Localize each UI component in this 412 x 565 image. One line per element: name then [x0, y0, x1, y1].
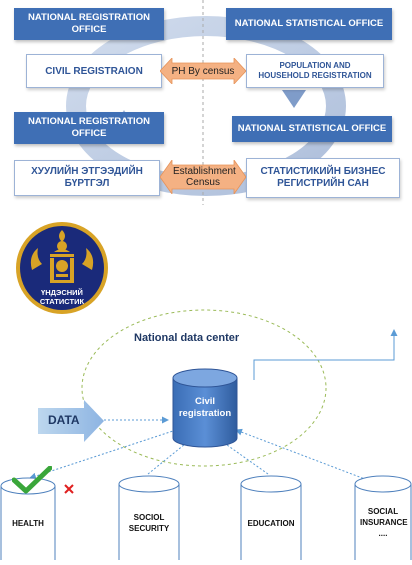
social-insurance-database: SOCIAL INSURANCE ....	[354, 474, 412, 565]
ph-census-label: PH By census	[171, 65, 235, 77]
nro-header-bottom: NATIONAL REGISTRATION OFFICE	[14, 112, 164, 144]
database-cylinder-icon	[118, 475, 180, 565]
social-security-database: SOCIOL SECURITY	[118, 474, 180, 565]
registration-cycle-diagram: NATIONAL REGISTRATION OFFICE NATIONAL ST…	[0, 0, 412, 205]
database-cylinder-icon	[354, 475, 412, 565]
national-data-center-title: National data center	[134, 332, 240, 344]
health-label: HEALTH	[12, 519, 44, 528]
civil-registration-box: CIVIL REGISTRAION	[26, 54, 162, 88]
establishment-census-arrow: Establishment Census	[160, 160, 246, 194]
education-label: EDUCATION	[247, 519, 295, 528]
nso-header-top: NATIONAL STATISTICAL OFFICE	[226, 8, 392, 40]
svg-text:ҮНДЭСНИЙ: ҮНДЭСНИЙ	[41, 288, 83, 297]
nro-header-top: NATIONAL REGISTRATION OFFICE	[14, 8, 164, 40]
ph-census-arrow: PH By census	[160, 58, 246, 84]
data-label: DATA	[48, 413, 80, 427]
checkmark-icon	[12, 466, 52, 494]
database-cylinder-icon	[172, 368, 238, 448]
arrow-right-icon	[38, 400, 104, 442]
soyombo-emblem-icon: ҮНДЭСНИЙ СТАТИСТИК	[16, 222, 108, 314]
national-statistics-logo: ҮНДЭСНИЙ СТАТИСТИК	[14, 220, 110, 316]
double-arrow-icon	[160, 58, 246, 84]
establishment-census-label: Establishment Census	[173, 166, 236, 188]
social-security-label: SOCIOL SECURITY	[128, 513, 170, 533]
social-insurance-label: SOCIAL INSURANCE ....	[360, 507, 408, 538]
nso-header-bottom: NATIONAL STATISTICAL OFFICE	[232, 116, 392, 142]
double-arrow-icon	[160, 160, 246, 194]
red-cross-icon	[64, 484, 74, 494]
svg-text:СТАТИСТИК: СТАТИСТИК	[40, 297, 85, 306]
legal-entity-box: ХУУЛИЙН ЭТГЭЭДИЙН БҮРТГЭЛ	[14, 160, 160, 196]
business-register-box: СТАТИСТИКИЙН БИЗНЕС РЕГИСТРИЙН САН	[246, 158, 400, 198]
data-input-arrow: DATA	[38, 400, 104, 442]
education-database: EDUCATION	[240, 474, 302, 565]
population-registration-box: POPULATION AND HOUSEHOLD REGISTRATION	[246, 54, 384, 88]
civil-registration-database: Civil registration	[172, 368, 238, 448]
hub-label: Civil registration	[178, 396, 232, 419]
database-cylinder-icon	[240, 475, 302, 565]
